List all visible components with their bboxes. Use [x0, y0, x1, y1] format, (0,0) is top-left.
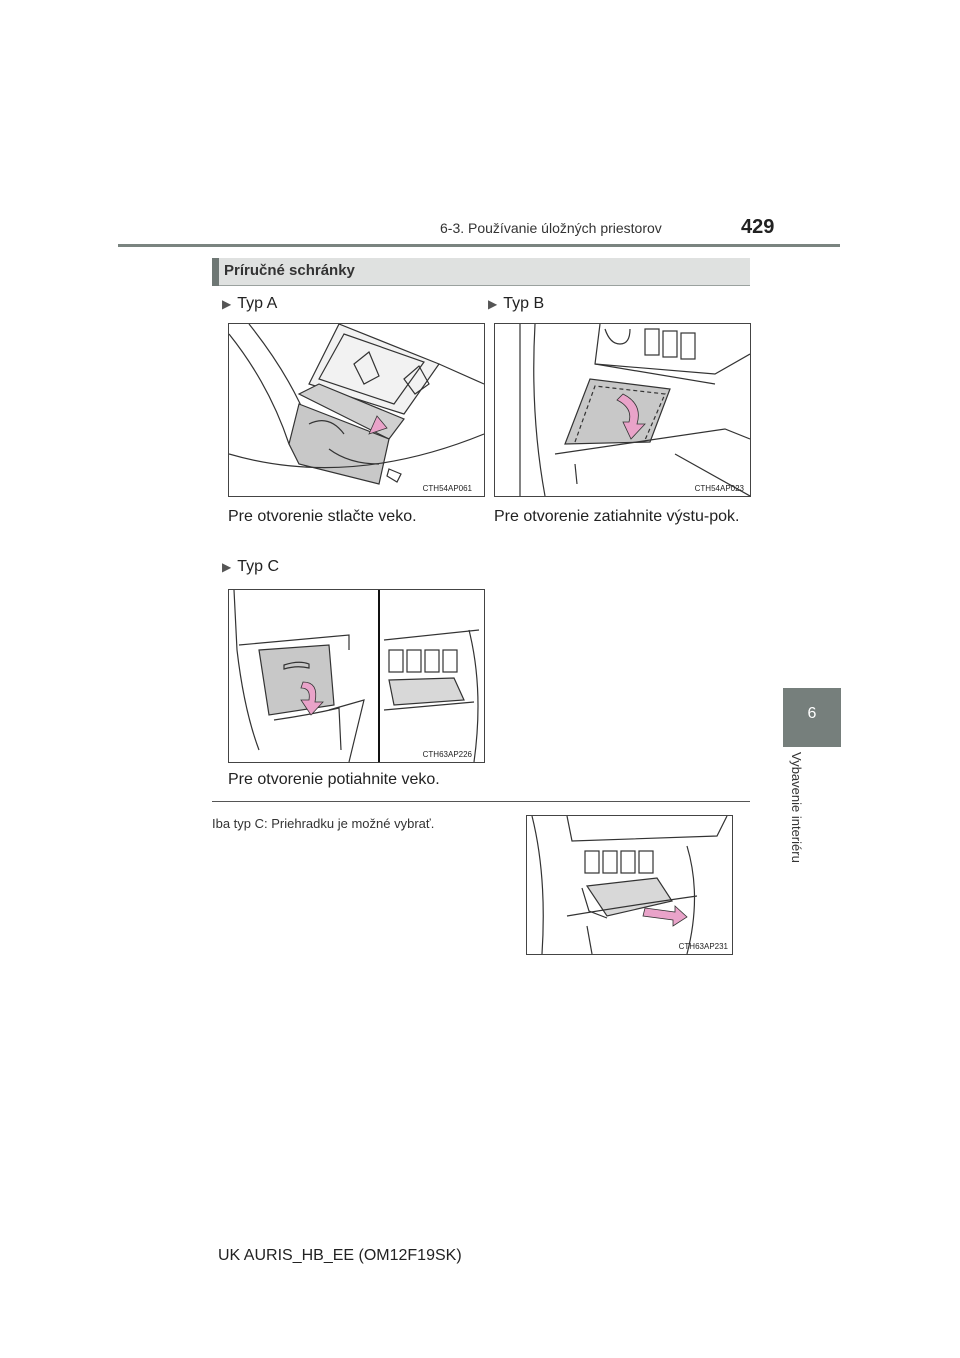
- section-divider: [212, 801, 750, 802]
- variant-label-b: ▶Typ B: [488, 295, 545, 312]
- page-number: 429: [741, 216, 775, 238]
- section-heading-accent: [212, 258, 219, 286]
- section-title: Príručné schránky: [224, 262, 355, 279]
- figure-code-tray: CTH63AP231: [678, 942, 728, 951]
- variant-label-c: ▶Typ C: [222, 558, 280, 575]
- chapter-tab: [783, 688, 841, 747]
- triangle-bullet-icon: ▶: [222, 297, 232, 311]
- variant-label-a: ▶Typ A: [222, 295, 278, 312]
- figure-removable-tray: CTH63AP231: [526, 815, 733, 955]
- section-heading-bar: [212, 258, 750, 286]
- chapter-number: 6: [807, 705, 817, 722]
- triangle-bullet-icon: ▶: [222, 560, 232, 574]
- chapter-label: Vybavenie interiéru: [789, 752, 804, 863]
- caption-type-b: Pre otvorenie zatiahnite výstu-pok.: [494, 508, 740, 525]
- figure-code-a: CTH54AP061: [422, 484, 472, 493]
- removable-tray-note: Iba typ C: Priehradku je možné vybrať.: [212, 816, 435, 831]
- caption-type-c: Pre otvorenie potiahnite veko.: [228, 771, 440, 788]
- figure-type-a: CTH54AP061: [228, 323, 485, 497]
- caption-type-a: Pre otvorenie stlačte veko.: [228, 508, 417, 525]
- header-rule: [118, 244, 840, 247]
- figure-code-b: CTH54AP023: [694, 484, 744, 493]
- triangle-bullet-icon: ▶: [488, 297, 498, 311]
- figure-type-c: CTH63AP226: [228, 589, 485, 763]
- footer-model-code: UK AURIS_HB_EE (OM12F19SK): [218, 1247, 462, 1264]
- figure-code-c: CTH63AP226: [422, 750, 472, 759]
- figure-type-b: CTH54AP023: [494, 323, 751, 497]
- running-header-section: 6-3. Používanie úložných priestorov: [440, 220, 662, 236]
